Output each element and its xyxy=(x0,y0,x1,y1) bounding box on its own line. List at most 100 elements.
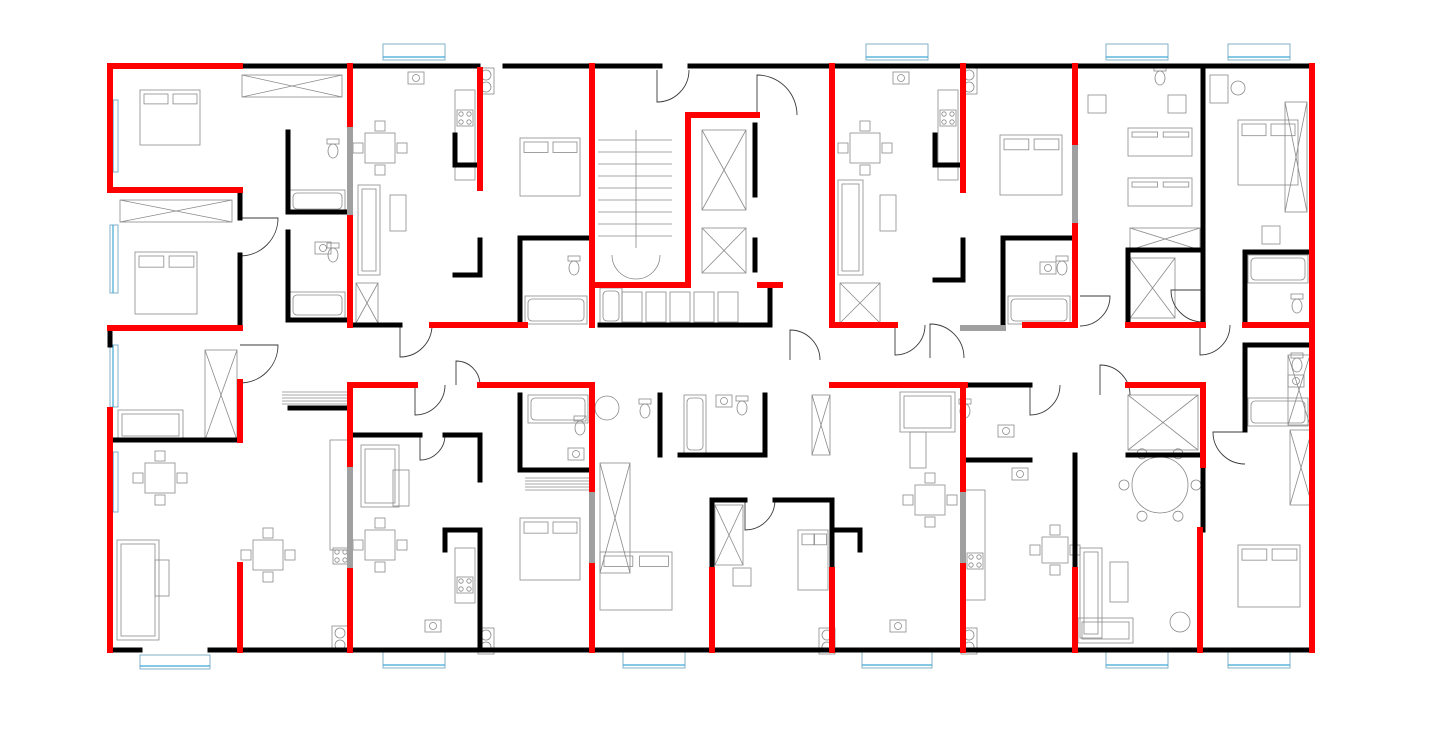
chair-icon xyxy=(1049,564,1061,576)
door-swing-icon xyxy=(1170,289,1204,323)
coffee-table-icon xyxy=(1109,561,1129,603)
toilet-tank xyxy=(1055,255,1069,262)
bed-pillow xyxy=(1003,138,1030,151)
chair-icon xyxy=(374,120,386,132)
chair-icon xyxy=(262,571,274,583)
burner xyxy=(334,557,340,563)
chair-icon xyxy=(374,517,386,529)
sink-icon xyxy=(567,447,585,461)
chair-icon xyxy=(284,549,296,561)
chair-icon xyxy=(154,494,166,506)
burner xyxy=(466,586,472,592)
sink-icon xyxy=(1011,467,1029,481)
sofa-cushion xyxy=(1083,551,1099,635)
bed-pillow xyxy=(552,521,578,534)
bed-icon xyxy=(1127,177,1193,207)
bed-pillow xyxy=(603,555,634,567)
dining-table-icon xyxy=(364,132,396,164)
sink-icon xyxy=(314,241,332,255)
sink-basin xyxy=(1292,377,1300,385)
bathtub-icon xyxy=(1247,254,1309,284)
elevator-cross xyxy=(701,227,747,274)
chair-icon xyxy=(1029,544,1041,556)
burner xyxy=(458,111,464,117)
bed-icon xyxy=(599,551,673,611)
bathtub-basin xyxy=(292,294,343,316)
window-icon xyxy=(139,654,211,670)
bed-pillow xyxy=(639,555,669,567)
bed-pillow xyxy=(168,255,195,268)
burner xyxy=(949,111,955,117)
toilet-icon xyxy=(1291,357,1303,373)
burner xyxy=(976,562,982,568)
door-swing-icon xyxy=(744,499,776,531)
dining-table-icon xyxy=(364,529,396,561)
bathtub-basin xyxy=(602,290,620,322)
toilet-tank xyxy=(567,255,581,262)
toilet-tank xyxy=(735,395,749,402)
doors-layer xyxy=(239,69,1246,531)
toilet-icon xyxy=(574,420,586,436)
bed-pillow xyxy=(814,533,827,546)
bed-pillow xyxy=(523,141,549,153)
burner xyxy=(334,549,340,555)
stove-icon xyxy=(966,552,984,570)
stove-icon xyxy=(456,109,474,127)
wardrobe-icon xyxy=(119,199,233,223)
sink-basin xyxy=(319,244,327,252)
sink-icon xyxy=(889,619,907,633)
chair-icon xyxy=(1136,510,1148,522)
door-swing-icon xyxy=(239,217,279,257)
toilet-tank xyxy=(326,242,340,249)
door-swing-icon xyxy=(455,360,481,386)
kitchen-counter xyxy=(454,547,476,604)
elevator-icon xyxy=(701,227,747,274)
sink-basin xyxy=(894,622,902,630)
armchair-icon xyxy=(1087,94,1107,114)
bed-pillow xyxy=(1131,131,1159,138)
toilet-tank xyxy=(1290,352,1304,359)
utility-shaft-icon xyxy=(693,291,715,323)
sofa-cushion xyxy=(120,543,156,637)
sink-basin xyxy=(429,622,437,630)
utility-shaft-icon xyxy=(621,291,643,323)
utility-shaft-icon xyxy=(645,291,667,323)
bed-icon xyxy=(1127,127,1193,157)
bed-pillow xyxy=(1033,138,1060,151)
chair-icon xyxy=(396,142,408,154)
chair-icon xyxy=(1118,479,1130,491)
burner xyxy=(976,554,982,560)
wardrobe-icon xyxy=(599,462,631,574)
door-swing-icon xyxy=(1199,324,1231,356)
wardrobe-cross xyxy=(355,282,379,324)
wardrobe-icon xyxy=(811,394,831,456)
sink-basin xyxy=(572,450,580,458)
bed-icon xyxy=(1237,119,1299,186)
wardrobe-cross xyxy=(714,504,744,566)
burner xyxy=(342,549,348,555)
door-swing-icon xyxy=(656,69,690,103)
bed-icon xyxy=(134,251,198,315)
coffee-table-icon xyxy=(879,194,897,232)
burner xyxy=(941,111,947,117)
wardrobe-cross xyxy=(1127,394,1199,451)
chair-icon xyxy=(374,164,386,176)
chair-icon xyxy=(154,450,166,462)
bathtub-icon xyxy=(1247,397,1309,427)
bed-pillow xyxy=(1271,548,1298,561)
bathtub-icon xyxy=(524,295,588,325)
sofa-icon xyxy=(899,391,956,433)
wardrobe-cross xyxy=(1284,101,1308,213)
gray-panels xyxy=(347,127,1078,568)
fixtures-layer xyxy=(116,65,1313,655)
wardrobe-cross xyxy=(1287,354,1311,426)
bed-icon xyxy=(519,517,581,581)
lamp-icon xyxy=(1230,80,1246,96)
bed-pillow xyxy=(1270,123,1296,137)
bathtub-icon xyxy=(289,291,346,319)
utility-shaft-icon xyxy=(669,291,691,323)
sofa-cushion xyxy=(1081,621,1130,640)
coffee-table-icon xyxy=(154,559,170,597)
sink-icon xyxy=(1287,374,1305,388)
